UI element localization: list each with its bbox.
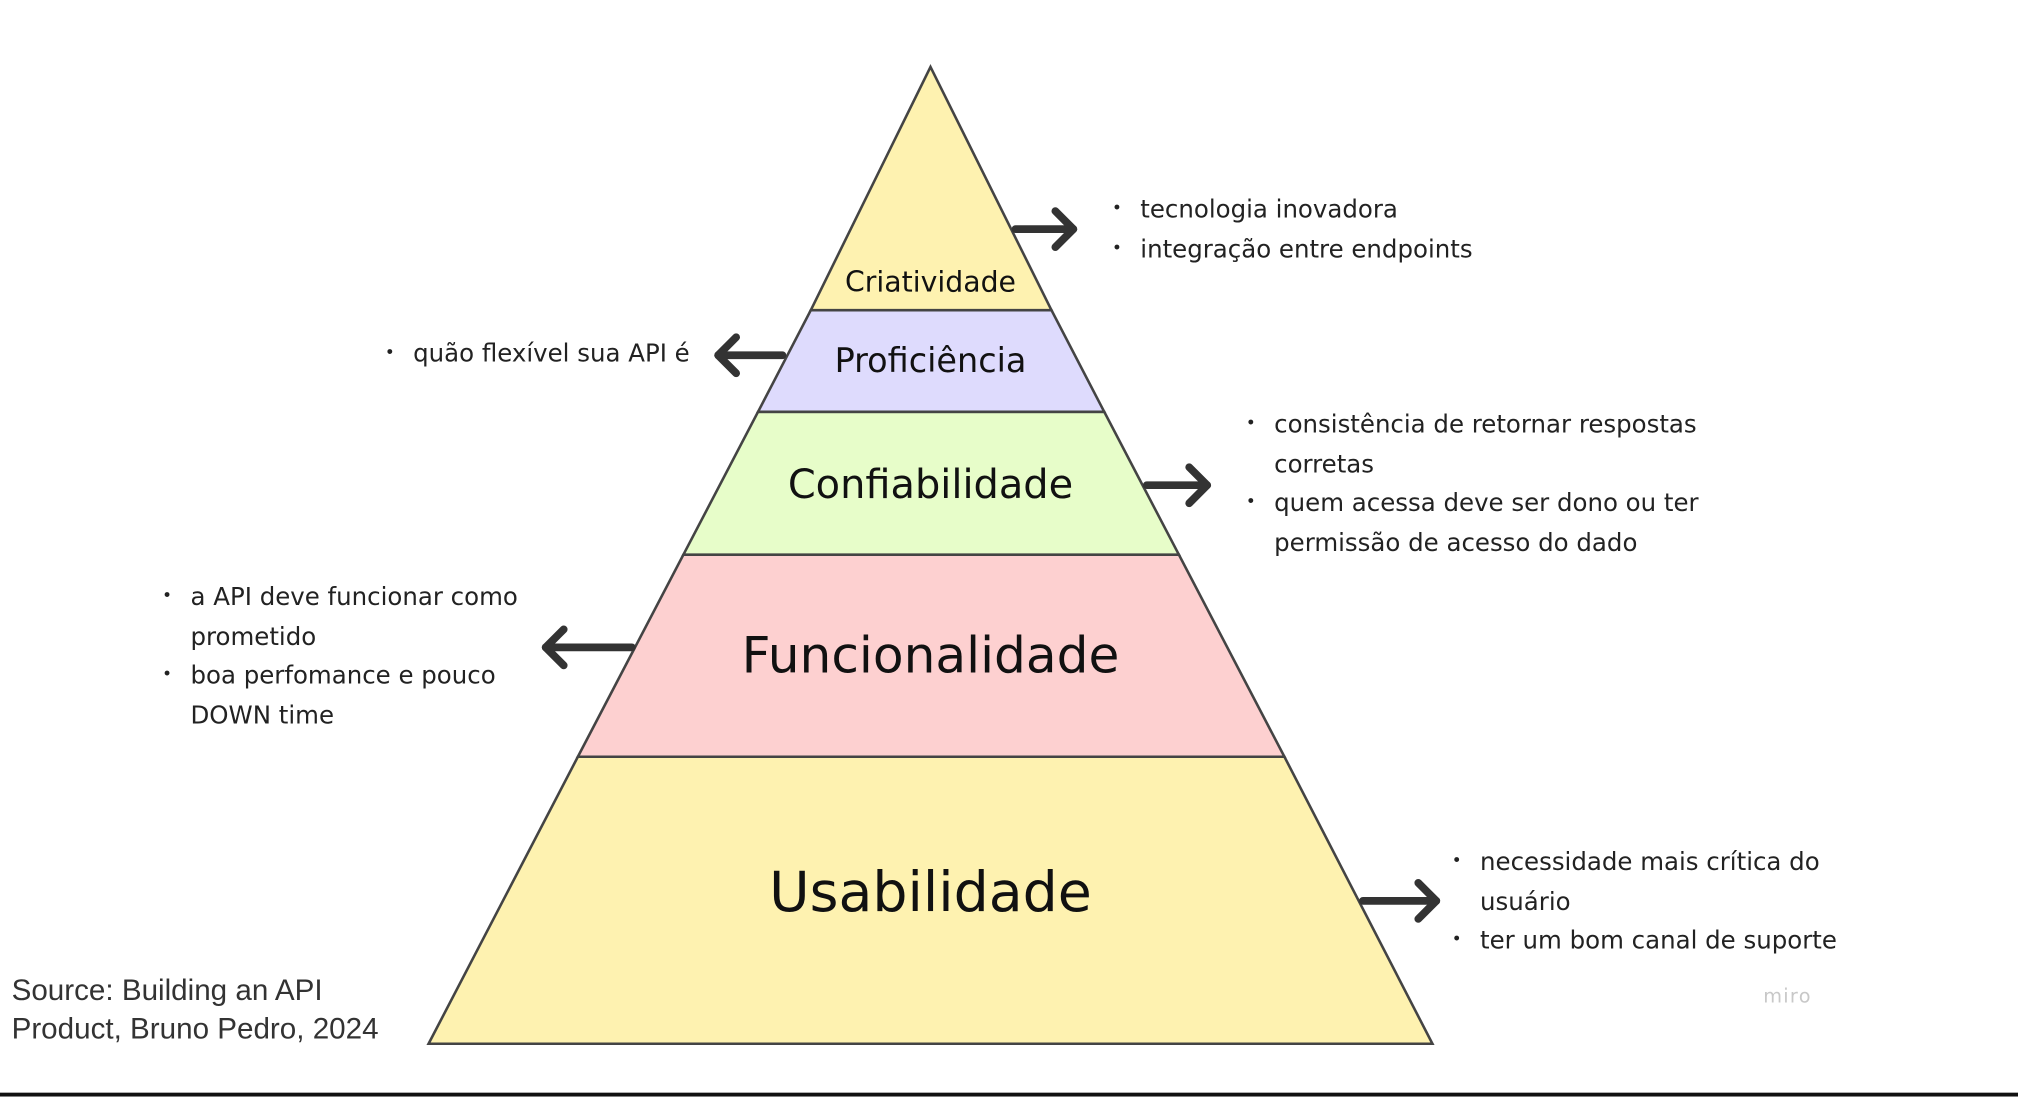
level-criatividade-shape <box>808 64 1054 312</box>
miro-watermark: miro <box>1763 984 1812 1008</box>
level-funcionalidade-label: Funcionalidade <box>741 627 1120 686</box>
note-item: ter um bom canal de suporte <box>1452 921 1877 960</box>
level-confiabilidade-label: Confiabilidade <box>787 462 1074 509</box>
note-item: quão flexível sua API é <box>385 335 720 374</box>
note-item: integração entre endpoints <box>1112 230 1537 269</box>
source-citation: Source: Building an API Product, Bruno P… <box>12 970 379 1047</box>
level-criatividade-label: Criatividade <box>845 267 1016 300</box>
confiabilidade-notes: consistência de retornar respostas corre… <box>1246 405 1735 562</box>
arrow-left-icon <box>541 625 636 670</box>
note-item: necessidade mais crítica do usuário <box>1452 843 1877 922</box>
level-usabilidade-label: Usabilidade <box>769 861 1092 926</box>
source-line-1: Source: Building an API <box>11 972 323 1007</box>
source-line-2: Product, Bruno Pedro, 2024 <box>11 1011 379 1046</box>
funcionalidade-notes: a API deve funcionar como prometido boa … <box>162 578 548 735</box>
usabilidade-notes: necessidade mais crítica do usuário ter … <box>1452 843 1877 961</box>
arrow-left-icon <box>714 333 787 378</box>
criatividade-notes: tecnologia inovadora integração entre en… <box>1112 190 1537 269</box>
arrow-right-icon <box>1142 463 1212 508</box>
note-item: a API deve funcionar como prometido <box>162 578 548 657</box>
note-item: tecnologia inovadora <box>1112 190 1537 229</box>
note-item: consistência de retornar respostas corre… <box>1246 405 1735 484</box>
note-item: quem acessa deve ser dono ou ter permiss… <box>1246 484 1735 563</box>
proficiencia-notes: quão flexível sua API é <box>385 335 720 374</box>
note-item: boa perfomance e pouco DOWN time <box>162 656 548 735</box>
level-proficiencia-label: Proficiência <box>834 342 1027 381</box>
arrow-right-icon <box>1359 879 1441 923</box>
bottom-divider <box>0 1092 2018 1097</box>
arrow-right-icon <box>1011 207 1078 251</box>
